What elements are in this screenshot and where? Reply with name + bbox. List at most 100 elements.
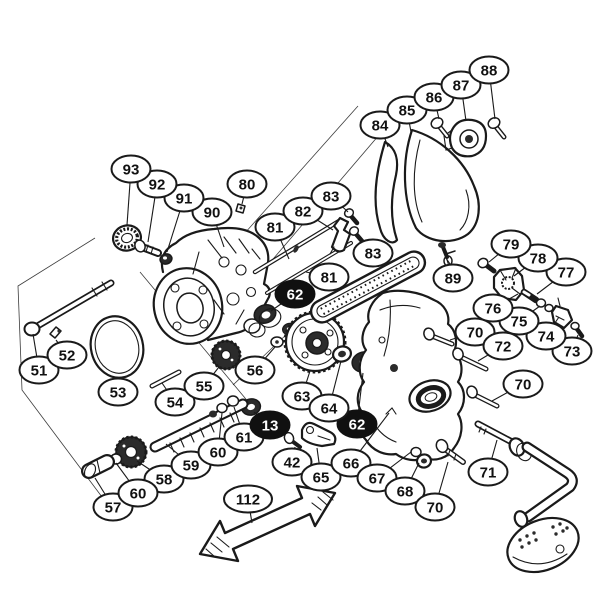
callout-number: 82 bbox=[295, 204, 312, 221]
callout-bubble bbox=[525, 321, 567, 351]
drive-gear-63 bbox=[283, 310, 347, 374]
callout-number: 52 bbox=[59, 348, 76, 365]
washer-64 bbox=[331, 345, 353, 363]
callout-bubble bbox=[482, 331, 524, 361]
screw-70c bbox=[435, 438, 466, 465]
callout-56: 56 bbox=[234, 346, 276, 385]
callout-number: 59 bbox=[183, 458, 200, 475]
callout-number: 89 bbox=[445, 271, 462, 288]
callout-number: 61 bbox=[236, 430, 253, 447]
callout-81: 81 bbox=[254, 212, 296, 260]
callout-84: 84 bbox=[359, 110, 401, 148]
callout-bubble bbox=[310, 181, 352, 211]
rotor-arm-85 bbox=[403, 128, 480, 267]
shaft-pin-81a bbox=[252, 218, 342, 275]
callout-bubble bbox=[502, 369, 544, 399]
callout-number: 71 bbox=[480, 465, 497, 482]
callout-93: 93 bbox=[110, 154, 152, 226]
direction-arrow-112 bbox=[198, 484, 337, 563]
handle-knob bbox=[506, 516, 580, 574]
callout-bubble bbox=[308, 262, 350, 292]
callout-bubble bbox=[117, 478, 159, 508]
callout-42: 42 bbox=[271, 446, 313, 477]
callout-number: 112 bbox=[236, 492, 260, 509]
callout-number: 81 bbox=[321, 270, 338, 287]
pin-54 bbox=[149, 369, 182, 389]
callout-53: 53 bbox=[97, 377, 139, 407]
screw-88 bbox=[487, 116, 507, 140]
bail-spring-89 bbox=[438, 242, 449, 259]
clutch-assembly bbox=[477, 257, 585, 339]
rotor-arm-84 bbox=[374, 140, 399, 244]
callout-number: 87 bbox=[453, 78, 470, 95]
callout-number: 81 bbox=[267, 220, 284, 237]
callout-number: 54 bbox=[167, 395, 184, 412]
callout-number: 70 bbox=[427, 500, 444, 517]
reel-body-90 bbox=[152, 226, 271, 345]
side-plate bbox=[356, 289, 466, 462]
callout-70: 70 bbox=[449, 317, 496, 347]
screw-86 bbox=[430, 116, 450, 139]
callout-bubble bbox=[234, 355, 276, 385]
callout-89: 89 bbox=[432, 256, 474, 293]
callout-81: 81 bbox=[305, 262, 350, 292]
callout-number: 51 bbox=[31, 363, 48, 380]
callout-72: 72 bbox=[477, 331, 524, 362]
callout-51: 51 bbox=[18, 333, 60, 385]
callout-64: 64 bbox=[308, 360, 350, 423]
callout-bubble bbox=[336, 409, 378, 439]
spring-66 bbox=[385, 407, 397, 415]
line-roller-cover-87 bbox=[443, 118, 488, 158]
callout-number: 93 bbox=[123, 162, 140, 179]
callout-82: 82 bbox=[282, 196, 334, 231]
bracket-82 bbox=[329, 216, 352, 255]
callout-number: 79 bbox=[503, 237, 520, 254]
callout-80: 80 bbox=[226, 169, 268, 205]
callout-bubble bbox=[282, 196, 324, 226]
callout-bubble bbox=[384, 476, 426, 506]
pinion-gear-58 bbox=[114, 435, 148, 469]
callout-number: 70 bbox=[467, 325, 484, 342]
callout-number: 68 bbox=[397, 484, 414, 501]
oscillating-gear-55 bbox=[210, 339, 242, 371]
callout-bubble bbox=[249, 410, 291, 440]
body-screw-72 bbox=[452, 347, 489, 372]
callout-number: 63 bbox=[294, 389, 311, 406]
callouts: 5152535455565758605960611362626364426566… bbox=[18, 55, 593, 524]
callout-number: 76 bbox=[485, 301, 502, 318]
callout-76: 76 bbox=[472, 293, 519, 323]
callout-number: 60 bbox=[130, 486, 147, 503]
retainer-clip-52 bbox=[49, 326, 62, 339]
callout-number: 74 bbox=[538, 329, 555, 346]
callout-13: 13 bbox=[249, 410, 291, 440]
callout-bubble bbox=[440, 70, 482, 100]
callout-number: 57 bbox=[105, 500, 122, 517]
callout-bubble bbox=[490, 229, 532, 259]
callout-bubble bbox=[254, 212, 296, 242]
callout-54: 54 bbox=[154, 382, 196, 417]
callout-number: 60 bbox=[210, 445, 227, 462]
bushing-57 bbox=[81, 454, 115, 479]
callout-number: 90 bbox=[204, 205, 221, 222]
body-screw-70a bbox=[423, 327, 455, 347]
body-screw-70b bbox=[466, 385, 500, 409]
callout-number: 56 bbox=[247, 363, 264, 380]
callout-90: 90 bbox=[191, 197, 233, 248]
callout-bubble bbox=[274, 279, 316, 309]
callout-bubble bbox=[414, 492, 456, 522]
callout-88: 88 bbox=[468, 55, 510, 120]
callout-52: 52 bbox=[46, 339, 88, 370]
callout-number: 92 bbox=[149, 177, 166, 194]
clip-80 bbox=[235, 203, 246, 214]
callout-bubble bbox=[191, 197, 233, 227]
screw-42 bbox=[283, 431, 302, 449]
callout-bubble bbox=[226, 169, 268, 199]
callout-77: 77 bbox=[536, 257, 587, 295]
callout-83: 83 bbox=[352, 235, 394, 268]
callout-68: 68 bbox=[384, 462, 426, 506]
callout-number: 83 bbox=[365, 246, 382, 263]
callout-74: 74 bbox=[525, 316, 567, 351]
callout-bubble bbox=[18, 355, 60, 385]
handle-assembly-71 bbox=[474, 420, 580, 574]
